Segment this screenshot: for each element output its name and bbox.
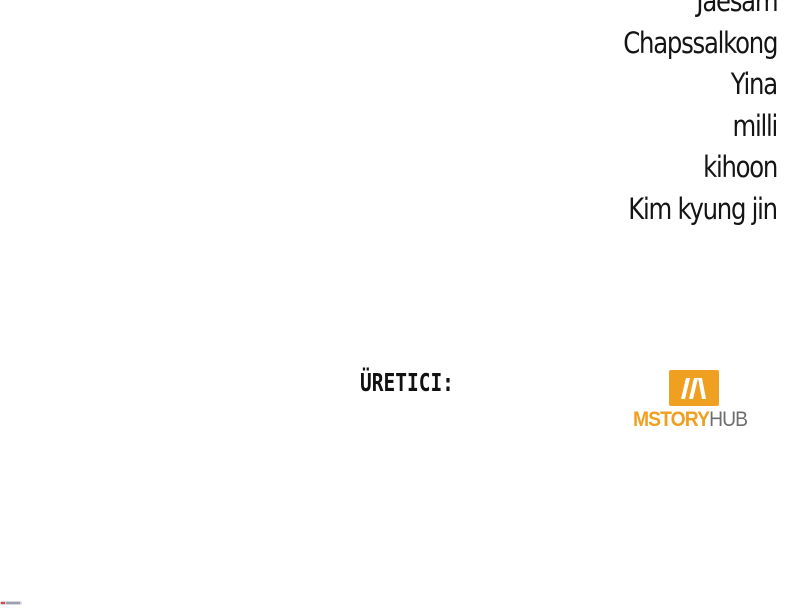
mstoryhub-logo: MSTORYHUB	[632, 370, 756, 432]
logo-text-mstory: MSTORY	[633, 408, 710, 431]
logo-wordmark: MSTORYHUB	[633, 408, 748, 432]
credit-name: Kim kyung jin	[628, 191, 778, 226]
logo-text-hub: HUB	[709, 408, 748, 431]
producer-label: ÜRETICI:	[360, 368, 454, 397]
mstoryhub-book-icon	[669, 370, 719, 406]
credit-name: Yina	[730, 67, 778, 101]
credit-name: milli	[732, 108, 778, 143]
corner-mark-icon	[0, 601, 22, 605]
credit-name: Jaesam	[696, 0, 778, 18]
credit-name: kihoon	[702, 150, 778, 184]
credits-list: Jaesam Chapssalkong Yina milli kihoon Ki…	[594, 0, 778, 230]
credit-name: Chapssalkong	[623, 25, 778, 60]
